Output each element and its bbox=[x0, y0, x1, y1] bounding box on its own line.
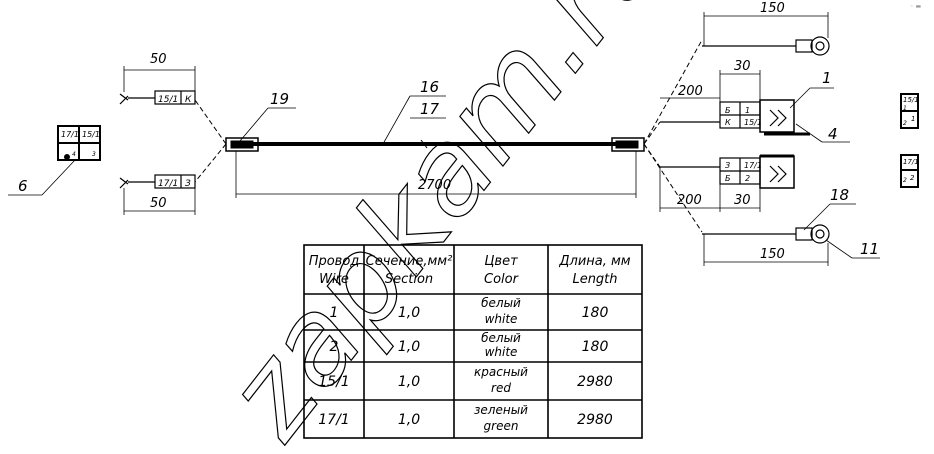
svg-text:Длина, мм: Длина, мм bbox=[558, 254, 630, 269]
corner-mark: ◦ ▬ bbox=[910, 3, 921, 10]
svg-text:1,0: 1,0 bbox=[398, 412, 420, 428]
svg-text:white: white bbox=[485, 312, 518, 326]
svg-text:белый: белый bbox=[481, 331, 521, 345]
svg-text:1,0: 1,0 bbox=[398, 339, 420, 355]
svg-text:200: 200 bbox=[677, 193, 702, 208]
svg-text:150: 150 bbox=[760, 1, 785, 16]
svg-text:200: 200 bbox=[678, 84, 703, 99]
svg-text:1: 1 bbox=[745, 106, 750, 115]
dim-left-top bbox=[123, 66, 196, 92]
svg-text:З: З bbox=[185, 179, 191, 189]
right-connector-top bbox=[660, 99, 810, 136]
svg-text:180: 180 bbox=[582, 305, 609, 321]
svg-text:К: К bbox=[725, 118, 731, 127]
table-row: 1 1,0 белый white 180 bbox=[330, 296, 609, 326]
svg-text:4: 4 bbox=[828, 125, 838, 143]
svg-text:17/1: 17/1 bbox=[61, 130, 79, 139]
svg-text:Section: Section bbox=[385, 272, 433, 287]
left-block-connector bbox=[57, 125, 101, 161]
svg-text:К: К bbox=[185, 95, 192, 105]
svg-text:2980: 2980 bbox=[577, 374, 613, 390]
svg-text:15/1: 15/1 bbox=[318, 374, 349, 390]
svg-text:15/1: 15/1 bbox=[744, 118, 762, 127]
svg-text:1,0: 1,0 bbox=[398, 374, 420, 390]
svg-text:Б: Б bbox=[725, 174, 731, 183]
svg-text:4: 4 bbox=[72, 151, 76, 158]
branch-lines bbox=[194, 39, 703, 233]
dim-main-length bbox=[235, 151, 637, 198]
svg-text:2700: 2700 bbox=[418, 178, 451, 193]
svg-text:Б: Б bbox=[725, 106, 731, 115]
svg-text:19: 19 bbox=[270, 90, 289, 108]
svg-text:1: 1 bbox=[330, 305, 339, 321]
ring-terminal-top bbox=[702, 36, 830, 56]
svg-text:6: 6 bbox=[18, 177, 28, 195]
svg-text:зеленый: зеленый bbox=[474, 403, 528, 417]
svg-text:2980: 2980 bbox=[577, 412, 613, 428]
svg-text:Color: Color bbox=[484, 272, 520, 287]
svg-text:Провод: Провод bbox=[309, 254, 360, 269]
table-header: Провод Wire Сечение,мм² Section Цвет Col… bbox=[309, 254, 631, 287]
svg-text:Сечение,мм²: Сечение,мм² bbox=[366, 254, 453, 269]
ring-terminal-bottom bbox=[702, 224, 830, 244]
pin-block-bottom bbox=[900, 154, 919, 188]
table-row: 17/1 1,0 зеленый green 2980 bbox=[318, 403, 613, 433]
svg-text:180: 180 bbox=[582, 339, 609, 355]
svg-text:11: 11 bbox=[860, 240, 879, 258]
svg-text:1: 1 bbox=[903, 105, 907, 112]
svg-text:green: green bbox=[484, 419, 519, 433]
svg-text:1: 1 bbox=[911, 115, 915, 123]
pin-block-top bbox=[900, 93, 919, 129]
svg-text:Цвет: Цвет bbox=[484, 254, 518, 269]
wire-table bbox=[303, 244, 643, 439]
svg-text:15/1: 15/1 bbox=[158, 95, 178, 105]
svg-text:17/1: 17/1 bbox=[318, 412, 349, 428]
svg-text:2: 2 bbox=[745, 174, 750, 183]
svg-text:2: 2 bbox=[903, 177, 907, 184]
svg-text:2: 2 bbox=[903, 120, 907, 127]
svg-text:белый: белый bbox=[481, 296, 521, 310]
svg-text:30: 30 bbox=[734, 59, 751, 74]
table-row: 2 1,0 белый white 180 bbox=[330, 331, 609, 359]
svg-text:3: 3 bbox=[92, 151, 96, 158]
svg-text:50: 50 bbox=[150, 196, 167, 211]
left-connector-top bbox=[119, 90, 196, 105]
svg-text:красный: красный bbox=[474, 365, 528, 379]
right-connector-bottom bbox=[660, 154, 795, 189]
svg-text:З: З bbox=[725, 161, 730, 170]
svg-text:150: 150 bbox=[760, 247, 785, 262]
svg-text:30: 30 bbox=[734, 193, 751, 208]
svg-text:50: 50 bbox=[150, 52, 167, 67]
svg-text:17: 17 bbox=[420, 100, 440, 118]
svg-text:white: white bbox=[485, 345, 518, 359]
svg-text:15/1: 15/1 bbox=[903, 96, 919, 104]
left-connector-bottom bbox=[119, 174, 196, 189]
svg-text:2: 2 bbox=[330, 339, 339, 355]
svg-text:17/1: 17/1 bbox=[744, 161, 762, 170]
svg-text:15/1: 15/1 bbox=[82, 130, 100, 139]
table-row: 15/1 1,0 красный red 2980 bbox=[318, 365, 613, 395]
svg-text:1: 1 bbox=[822, 69, 832, 87]
svg-text:17/1: 17/1 bbox=[158, 179, 178, 189]
svg-text:16: 16 bbox=[420, 78, 439, 96]
dim-left-bottom bbox=[123, 188, 196, 215]
svg-text:Wire: Wire bbox=[319, 272, 349, 287]
svg-text:1,0: 1,0 bbox=[398, 305, 420, 321]
svg-text:18: 18 bbox=[830, 186, 849, 204]
watermark: zapkam.ru bbox=[197, 0, 693, 454]
svg-text:17/1: 17/1 bbox=[903, 158, 919, 166]
svg-text:2: 2 bbox=[910, 174, 915, 182]
svg-text:zapkam.ru: zapkam.ru bbox=[198, 0, 692, 454]
svg-text:Length: Length bbox=[572, 272, 617, 287]
svg-text:red: red bbox=[491, 381, 511, 395]
